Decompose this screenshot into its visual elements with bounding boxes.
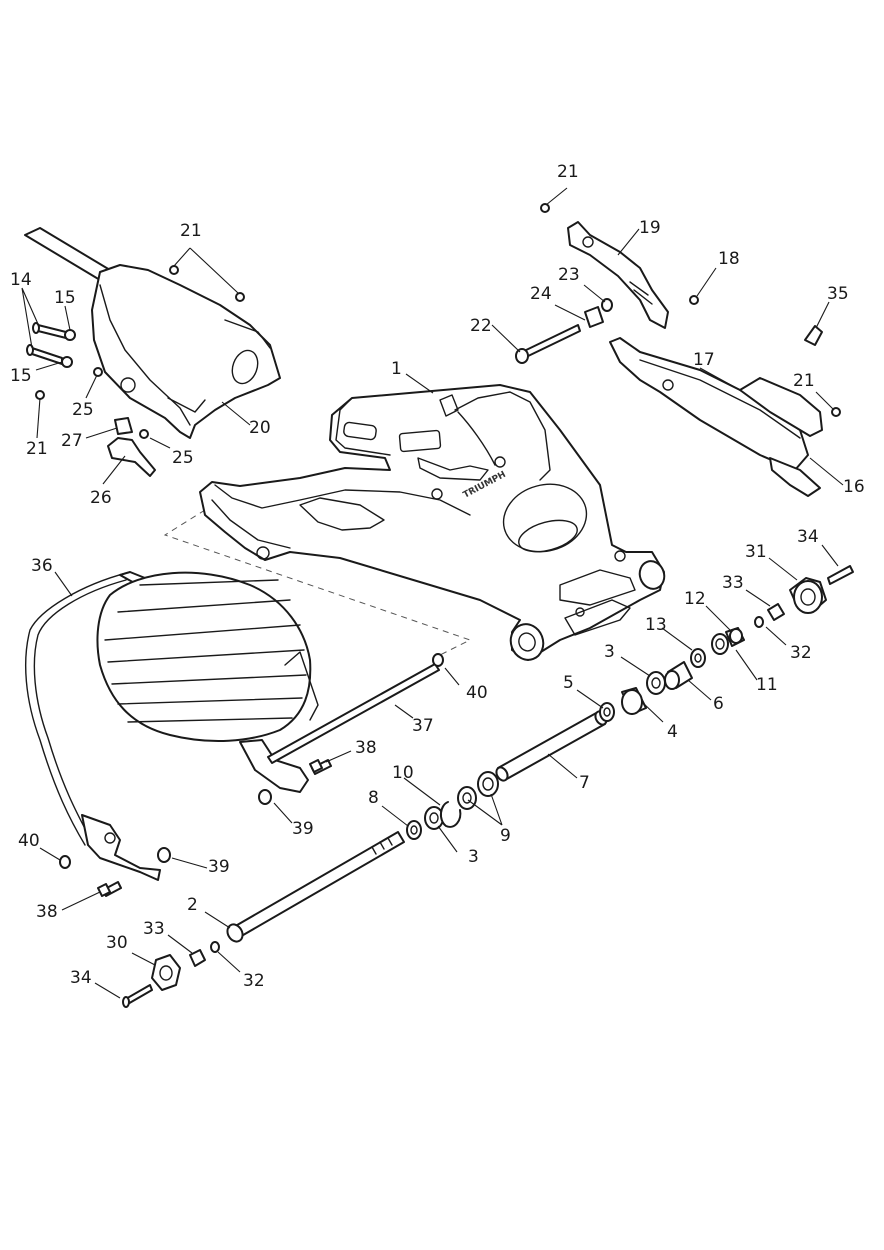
label-part-33-right: 33 bbox=[722, 573, 744, 593]
label-part-21-left: 21 bbox=[26, 439, 48, 459]
label-part-39-lower: 39 bbox=[208, 857, 230, 877]
label-part-39-upper: 39 bbox=[292, 819, 314, 839]
label-part-23: 23 bbox=[558, 265, 580, 285]
label-part-6: 6 bbox=[713, 694, 724, 714]
label-part-15-upper: 15 bbox=[54, 288, 76, 308]
label-part-32-right: 32 bbox=[790, 643, 812, 663]
spindle-sleeve bbox=[495, 710, 608, 782]
label-part-25-left: 25 bbox=[72, 400, 94, 420]
chain-guard bbox=[609, 337, 823, 497]
label-part-20: 20 bbox=[249, 418, 271, 438]
label-part-37: 37 bbox=[412, 716, 434, 736]
label-part-1: 1 bbox=[391, 359, 402, 379]
part-number-labels: 1 2 3 3 4 5 6 7 8 9 10 11 12 13 14 15 15… bbox=[10, 162, 865, 991]
label-part-12: 12 bbox=[684, 589, 706, 609]
bearings-and-spacers bbox=[406, 577, 827, 840]
label-part-4: 4 bbox=[667, 722, 678, 742]
label-part-21-top: 21 bbox=[557, 162, 579, 182]
label-part-26: 26 bbox=[90, 488, 112, 508]
label-part-5: 5 bbox=[563, 673, 574, 693]
label-part-7: 7 bbox=[579, 773, 590, 793]
label-part-25-right: 25 bbox=[172, 448, 194, 468]
label-part-16: 16 bbox=[843, 477, 865, 497]
alignment-guide-line bbox=[163, 509, 472, 656]
label-part-17: 17 bbox=[693, 350, 715, 370]
label-part-30: 30 bbox=[106, 933, 128, 953]
rear-frame-guard bbox=[24, 571, 319, 881]
label-part-11: 11 bbox=[756, 675, 778, 695]
label-part-18: 18 bbox=[718, 249, 740, 269]
label-part-21-hugger: 21 bbox=[180, 221, 202, 241]
swingarm: TRIUMPH bbox=[199, 384, 666, 661]
label-part-15-lower: 15 bbox=[10, 366, 32, 386]
label-part-34-right: 34 bbox=[797, 527, 819, 547]
label-part-2: 2 bbox=[187, 895, 198, 915]
label-part-8: 8 bbox=[368, 788, 379, 808]
label-part-3-lower: 3 bbox=[468, 847, 479, 867]
label-part-9: 9 bbox=[500, 826, 511, 846]
label-part-32-left: 32 bbox=[243, 971, 265, 991]
label-part-21-right: 21 bbox=[793, 371, 815, 391]
chain-guard-bracket bbox=[567, 221, 669, 329]
left-side-hardware bbox=[59, 565, 854, 1008]
label-part-14: 14 bbox=[10, 270, 32, 290]
leader-lines bbox=[21, 187, 844, 999]
label-part-24: 24 bbox=[530, 284, 552, 304]
label-part-35: 35 bbox=[827, 284, 849, 304]
swingarm-spindle bbox=[226, 831, 405, 943]
label-part-27: 27 bbox=[61, 431, 83, 451]
upper-hardware bbox=[26, 203, 841, 439]
label-part-36: 36 bbox=[31, 556, 53, 576]
label-part-31: 31 bbox=[745, 542, 767, 562]
label-part-40-right: 40 bbox=[466, 683, 488, 703]
label-part-19: 19 bbox=[639, 218, 661, 238]
clip-bracket bbox=[107, 417, 156, 477]
label-part-38-lower: 38 bbox=[36, 902, 58, 922]
support-rod bbox=[267, 663, 440, 764]
label-part-3: 3 bbox=[604, 642, 615, 662]
label-part-34-left: 34 bbox=[70, 968, 92, 988]
label-part-13: 13 bbox=[645, 615, 667, 635]
label-part-10: 10 bbox=[392, 763, 414, 783]
label-part-33-left: 33 bbox=[143, 919, 165, 939]
label-part-22: 22 bbox=[470, 316, 492, 336]
label-part-40-left: 40 bbox=[18, 831, 40, 851]
label-part-38-upper: 38 bbox=[355, 738, 377, 758]
